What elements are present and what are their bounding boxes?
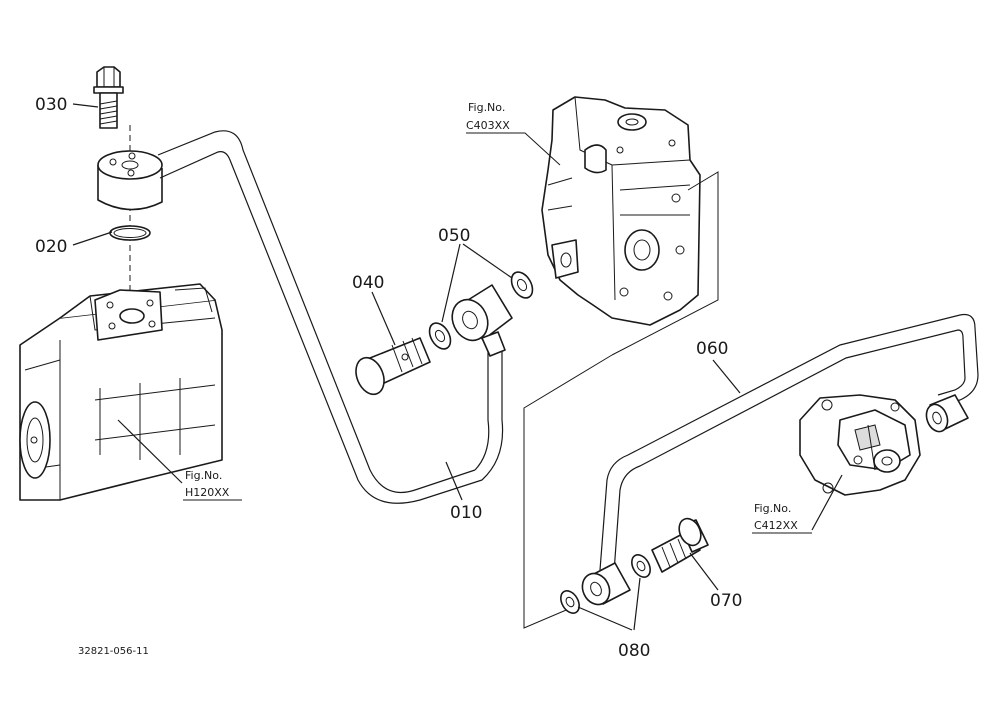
leader-020 [72, 231, 113, 246]
c403-ref-code: C403XX [466, 119, 510, 132]
eye-bolt-070-drawing [651, 517, 709, 573]
callout-010: 010 [450, 503, 482, 523]
washer-080-right-drawing [631, 554, 651, 578]
washer-080-left-drawing [560, 590, 580, 614]
c412-reference: Fig.No. C412XX [752, 474, 843, 534]
leader-050-right [462, 243, 513, 279]
washer-050-left-drawing [428, 322, 452, 350]
leader-050-left [441, 243, 461, 323]
callout-040: 040 [352, 273, 384, 293]
h120-ref-title: Fig.No. [185, 469, 222, 482]
lower-connection-box [523, 354, 613, 629]
washer-050-right-drawing [510, 271, 534, 299]
leader-030 [72, 103, 99, 108]
c403-ref-title: Fig.No. [468, 101, 505, 114]
o-ring-020-drawing [109, 225, 151, 241]
leader-040 [371, 291, 396, 346]
pipe-060-drawing [599, 313, 979, 573]
hydraulic-unit-drawing [799, 394, 921, 496]
h120-ref-code: H120XX [185, 486, 230, 499]
valve-connection-box [611, 171, 719, 356]
callout-030: 030 [35, 95, 67, 115]
c403-reference: Fig.No. C403XX [466, 101, 561, 166]
callout-050: 050 [438, 226, 470, 246]
eye-joint-drawing [451, 284, 513, 357]
pipe-060-eye-joint-drawing [581, 562, 631, 606]
h120-reference-box: Fig.No. H120XX [117, 419, 242, 501]
pipe-block-fitting-drawing [97, 150, 163, 211]
bolt-030-drawing [93, 66, 124, 129]
drawing-number: 32821-056-11 [78, 646, 149, 657]
pipe-end-sleeve-drawing [925, 394, 969, 433]
callout-070: 070 [710, 591, 742, 611]
callout-020: 020 [35, 237, 67, 257]
pipe-010-drawing [157, 130, 504, 504]
callout-060: 060 [696, 339, 728, 359]
control-valve-drawing [541, 96, 701, 326]
leader-060 [712, 359, 741, 394]
leader-070 [689, 552, 719, 591]
leader-080-left [577, 606, 633, 631]
callout-080: 080 [618, 641, 650, 661]
leader-010 [445, 461, 463, 501]
eye-bolt-040-drawing [355, 337, 431, 396]
c412-ref-code: C412XX [754, 519, 798, 532]
c412-ref-title: Fig.No. [754, 502, 791, 515]
leader-080-right [633, 577, 641, 631]
hydraulic-pump-drawing [19, 283, 223, 501]
